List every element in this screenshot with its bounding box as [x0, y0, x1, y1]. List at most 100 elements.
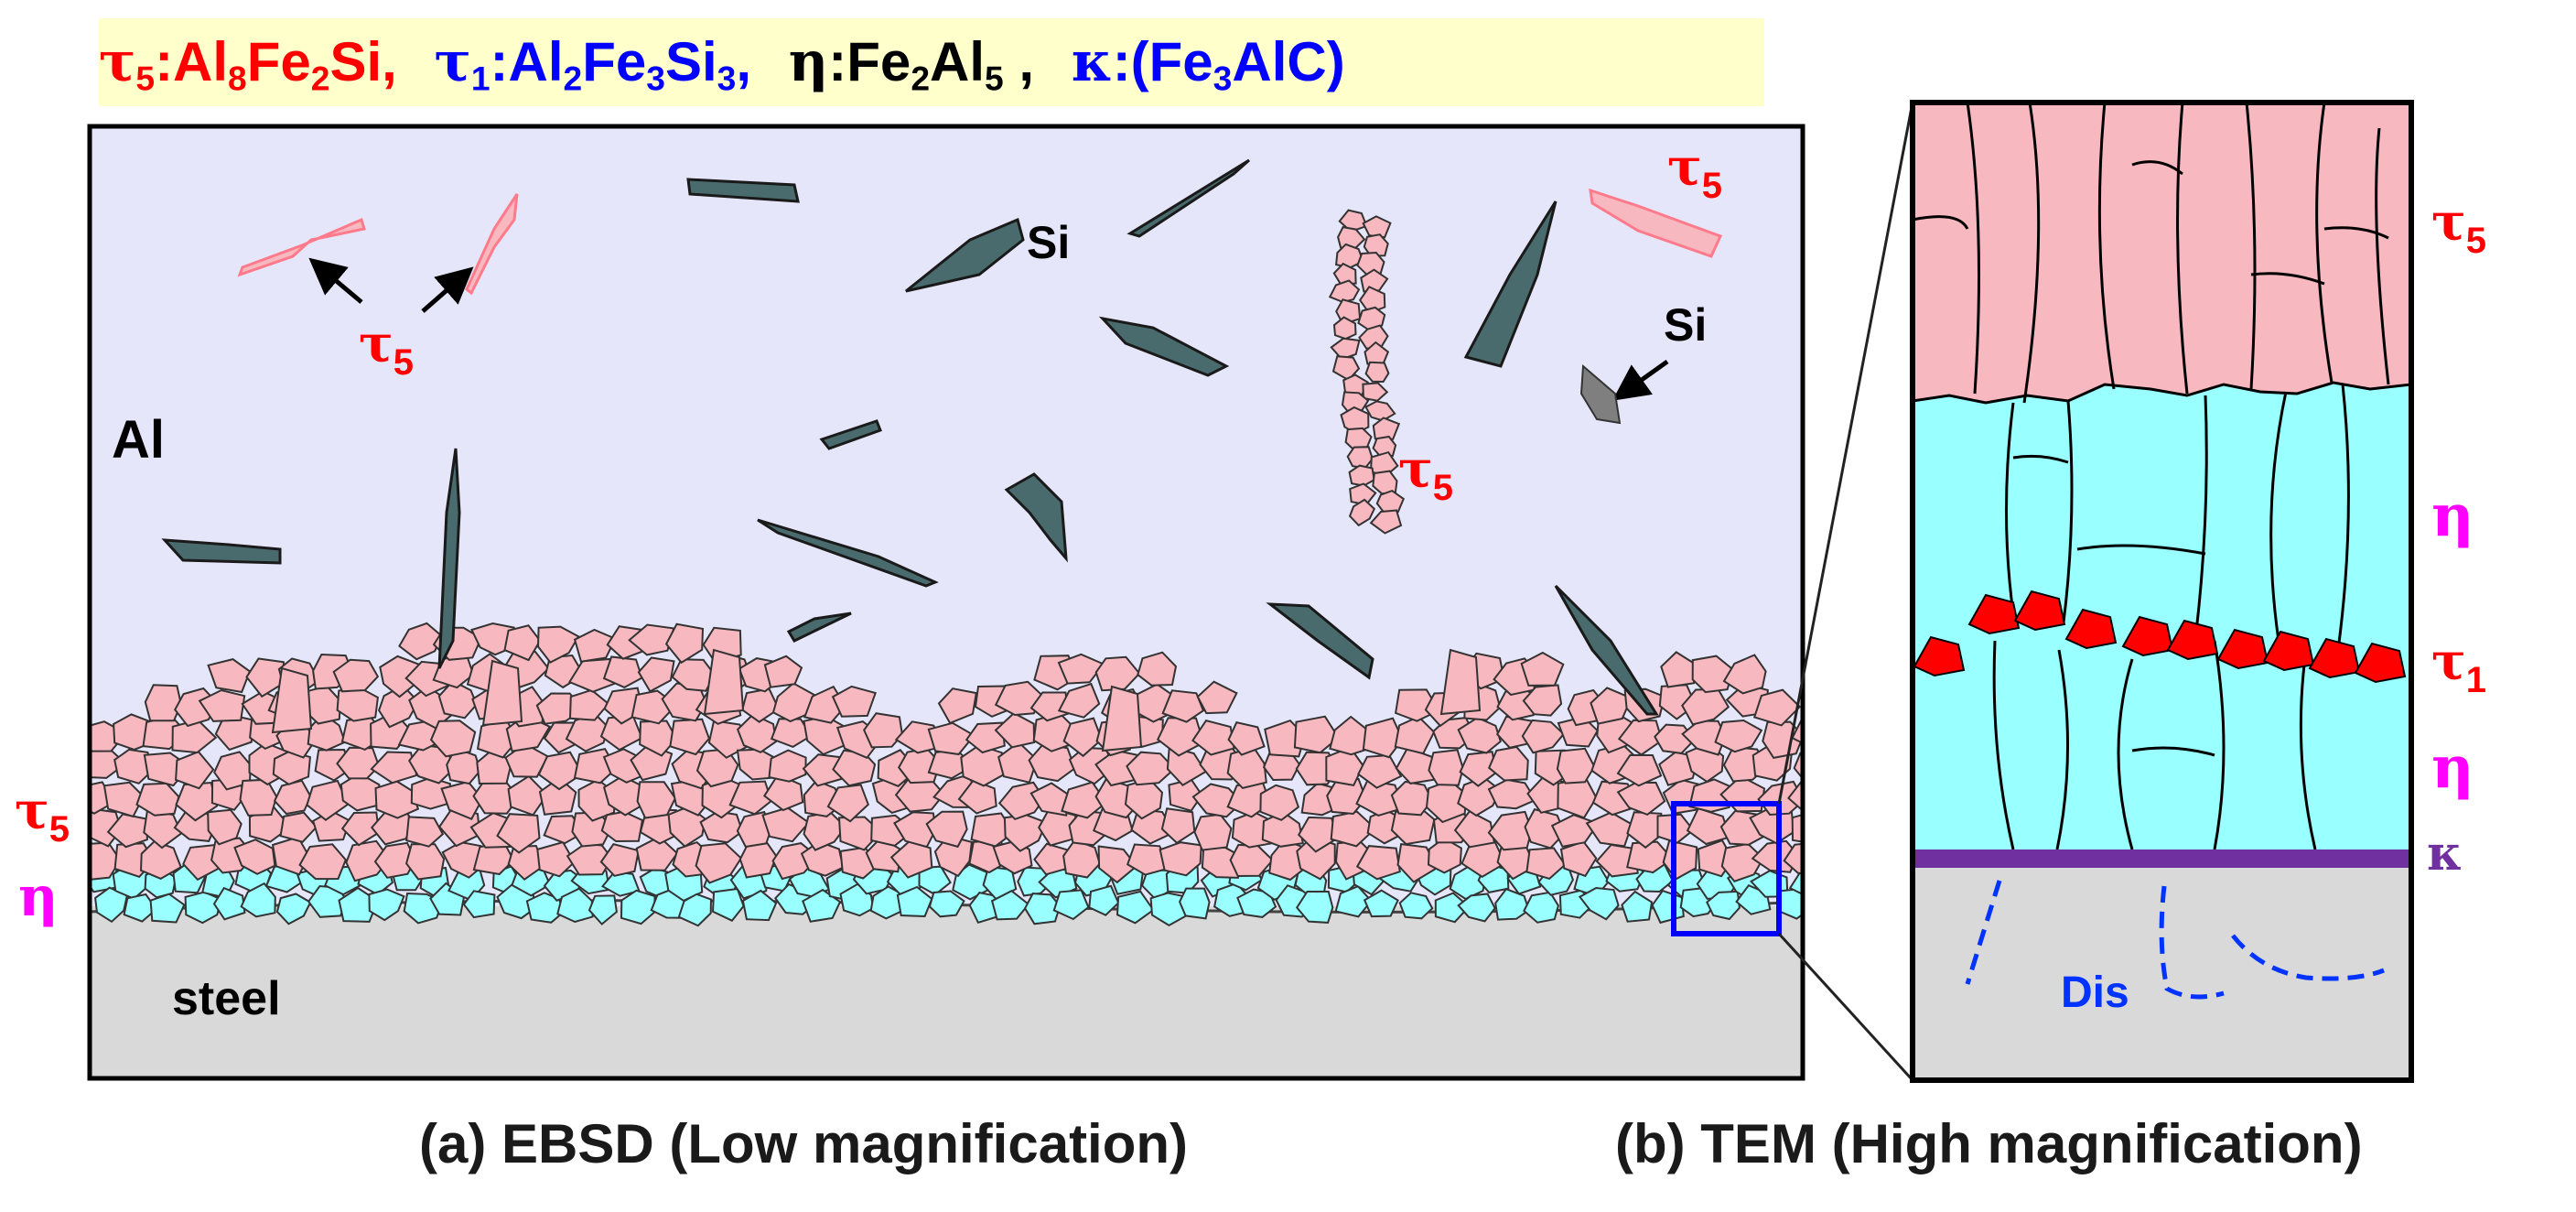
tau5-needle-1 [237, 217, 366, 277]
tau5-grain [481, 659, 523, 727]
label-tau5-topright: τ5 [1667, 137, 1722, 206]
tau5-grain [664, 622, 705, 665]
eta-grain [1457, 893, 1496, 923]
tau5-layer-grains [90, 622, 1803, 884]
grain-boundary [2062, 400, 2074, 623]
tau5-grain [1525, 847, 1567, 881]
panel-b-tem: τ5 η τ1 η κ Dis (b) TEM (High magnificat… [1615, 100, 2486, 1174]
tau5-grain [1783, 842, 1803, 875]
si-particle [1554, 584, 1659, 716]
grain-boundary [2245, 103, 2257, 390]
tau5-grain [770, 718, 813, 749]
tau5-grain [637, 656, 675, 693]
eta-grain [741, 889, 778, 922]
tau5-grain [1355, 779, 1405, 817]
si-particle [1098, 316, 1230, 377]
tau5-grain [1487, 778, 1537, 810]
tau5-grain [1094, 655, 1141, 692]
tau5-grain [1227, 721, 1266, 756]
eta-grain [1179, 887, 1211, 920]
zoom-connector-bottom [1777, 932, 1914, 1082]
si-particle [686, 178, 800, 203]
tau5-grain [925, 810, 968, 849]
eta-grain [1788, 871, 1803, 896]
eta-grain [1088, 884, 1120, 916]
tau5-grain [446, 746, 481, 785]
tau5-grain [728, 780, 773, 816]
tau1-particle [2308, 637, 2361, 679]
panel-a-ebsd: Al steel Si Si τ5 τ5 τ5 τ5 η (a) EBSD (L… [15, 124, 1805, 1174]
tau5-grain [1691, 655, 1735, 694]
tau5-grain-column [1328, 209, 1406, 535]
grain-boundary [2315, 103, 2333, 384]
grain-boundary [2012, 454, 2069, 464]
eta-grain [240, 882, 276, 918]
eta-grain [990, 890, 1030, 921]
grain-boundary [2323, 226, 2389, 240]
tau5-grain [831, 685, 878, 718]
caption-panel-b: (b) TEM (High magnification) [1615, 1113, 2363, 1174]
panel-a-frame [87, 124, 1805, 1081]
tau5-grain [703, 648, 745, 716]
eta-grain [928, 890, 965, 918]
tau5-grain [1168, 778, 1203, 812]
tau5-grain [628, 623, 675, 656]
grain-boundary [1992, 640, 2015, 850]
tau5-grain [1293, 715, 1340, 754]
grain-boundary [2005, 402, 2015, 614]
tau5-grain [1396, 842, 1439, 883]
tau5-grain [298, 843, 347, 881]
dislocations [1965, 880, 2385, 1000]
edge-label-tau5: τ5 [15, 781, 70, 849]
tau5-grain [763, 655, 803, 688]
tau5-grain [538, 776, 577, 816]
tau5-grain [429, 720, 477, 758]
tau5-grain [279, 811, 318, 843]
tau5-grain [1330, 337, 1361, 361]
tau5-grain [171, 719, 218, 754]
grain-boundary [2250, 272, 2325, 286]
tau5-grain [1362, 382, 1389, 402]
grain-boundary [2194, 395, 2208, 633]
tau5-grain [1029, 782, 1069, 817]
tau5-grain [573, 628, 617, 663]
tau5-grain [332, 658, 380, 693]
eta-layer-grains [90, 858, 1803, 927]
si-particle [1126, 158, 1250, 238]
si-particle [1004, 472, 1068, 563]
zoom-region-box [1671, 801, 1782, 936]
tau5-grain [536, 625, 580, 664]
tau1-symbol: τ [434, 30, 471, 94]
eta-grain [1523, 891, 1559, 924]
si-particle [786, 611, 852, 643]
si-particles [161, 158, 1659, 716]
si-particle [757, 518, 939, 588]
tau5-grain [405, 816, 445, 848]
tem-label-eta-top: η [2431, 482, 2474, 550]
tau5-grain [768, 749, 807, 783]
tau5-grain [198, 688, 246, 722]
eta-grain [1398, 892, 1434, 920]
label-si-top: Si [1027, 217, 1070, 268]
tau5-grain [306, 779, 350, 821]
tem-label-kappa: κ [2427, 826, 2463, 882]
grain-boundary [2299, 649, 2317, 850]
tau5-grain [1326, 777, 1367, 816]
legend-item-eta: η : Fe2Al5 , [789, 18, 1034, 106]
dislocation-3 [2231, 934, 2385, 981]
tau5-grain [1330, 810, 1377, 848]
eta-grain [1295, 891, 1334, 924]
tau5-grain [1372, 435, 1397, 458]
grain-boundary [2375, 127, 2390, 385]
caption-panel-a: (a) EBSD (Low magnification) [419, 1113, 1188, 1174]
tem-tau5-region [1913, 103, 2411, 405]
tau5-grain [1714, 719, 1763, 753]
legend-item-tau1: τ1 : Al2Fe3Si3, [434, 18, 751, 106]
tau5-grain [1137, 651, 1178, 687]
label-al: Al [112, 410, 165, 470]
kappa-layer [1913, 849, 2411, 868]
tau5-grain [1062, 839, 1101, 879]
eta-grain [462, 890, 496, 919]
zoom-connector-top [1777, 102, 1914, 805]
